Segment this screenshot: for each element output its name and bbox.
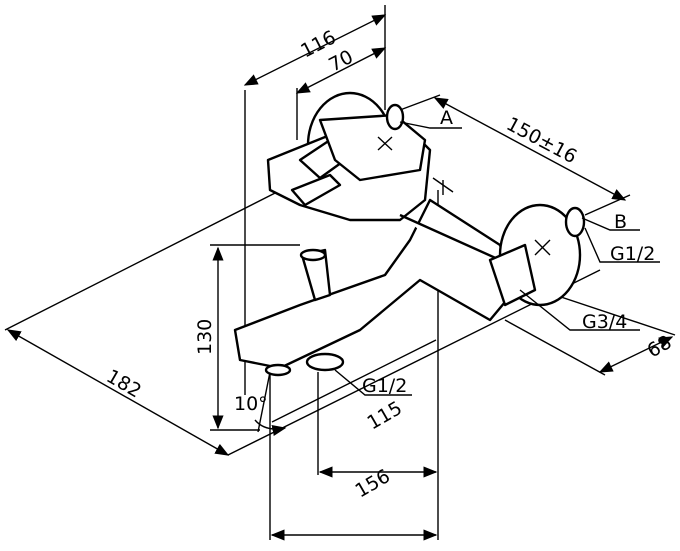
dim-156: 156 xyxy=(352,465,394,502)
dim-68: 68 xyxy=(644,331,676,362)
dimension-lines xyxy=(4,5,676,541)
dim-130: 130 xyxy=(194,319,216,355)
dim-115: 115 xyxy=(364,397,406,434)
callout-a: A xyxy=(440,107,453,129)
callout-leaders xyxy=(334,121,660,396)
callout-g34: G3/4 xyxy=(582,311,627,333)
dim-182: 182 xyxy=(103,365,145,402)
callout-g12-bottom: G1/2 xyxy=(362,375,407,397)
dim-10deg: 10° xyxy=(234,393,268,415)
callout-g12-right: G1/2 xyxy=(610,243,655,265)
faucet-body xyxy=(233,91,586,377)
callout-b: B xyxy=(614,211,627,233)
